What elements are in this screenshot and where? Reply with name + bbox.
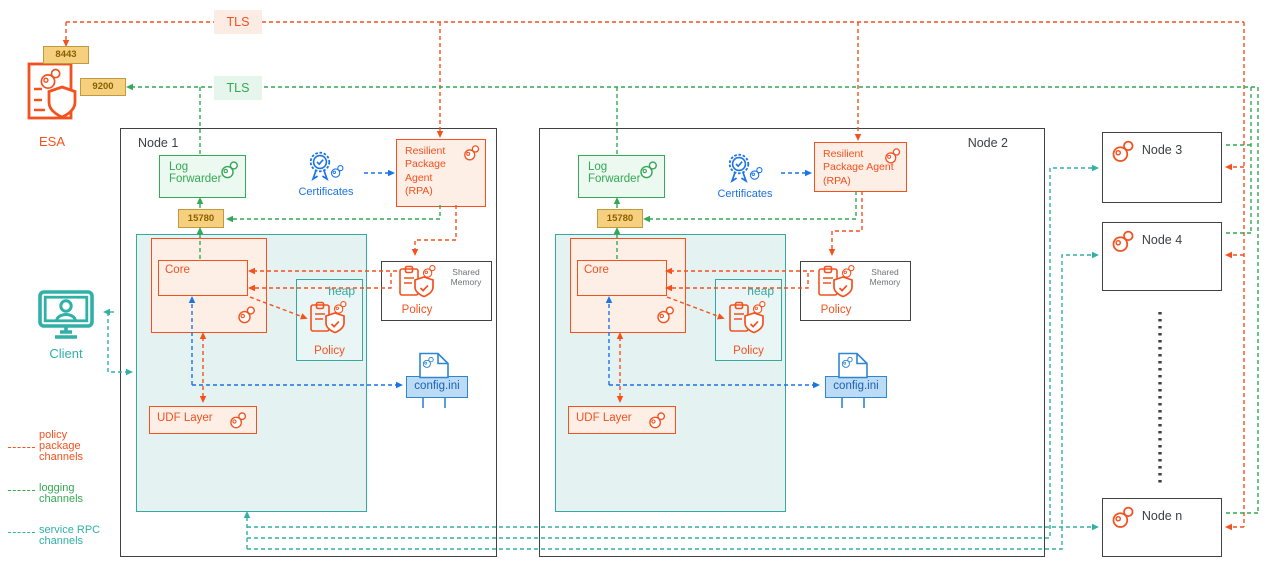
heap-label: heap (328, 284, 355, 298)
node1-udf-layer: UDF Layer (149, 406, 257, 434)
legend-policy-dash (8, 447, 35, 448)
node3-box: Node 3 (1102, 132, 1222, 203)
policy-icon (306, 300, 352, 342)
rpa-label: Resilient Package Agent (RPA) (405, 145, 446, 198)
node2-box: Node 2 Log Forwarder 15780 Certificates … (539, 128, 1045, 557)
bug-icon (1111, 505, 1136, 530)
node1-shared-memory: Policy Shared Memory (381, 261, 492, 321)
esa-port-8443: 8443 (43, 46, 89, 64)
config-tray-icon (841, 398, 865, 408)
heap-label: heap (747, 284, 774, 298)
node2-rpa: Resilient Package Agent (RPA) (814, 142, 907, 192)
client-icon (36, 288, 96, 344)
log-forwarder-label: Log Forwarder (169, 161, 222, 185)
node2-log-forwarder: Log Forwarder (578, 155, 665, 198)
esa-label: ESA (38, 134, 65, 149)
node-n-title: Node n (1141, 509, 1183, 523)
log-forwarder-label: Log Forwarder (588, 161, 641, 185)
legend-rpc-label: service RPC channels (39, 524, 101, 548)
tls-logging-label: TLS (214, 76, 262, 100)
client-label: Client (49, 346, 83, 361)
config-page-icon (414, 352, 454, 379)
esa-icon (26, 58, 78, 130)
bug-icon (1111, 229, 1136, 254)
legend-logging-dash (8, 490, 35, 491)
legend-policy-label: policy package channels (39, 429, 84, 464)
config-page-icon (833, 352, 873, 379)
node4-box: Node 4 (1102, 222, 1222, 291)
node2-title: Node 2 (967, 136, 1008, 150)
node2-config: config.ini (825, 376, 887, 398)
policy-icon (725, 300, 771, 342)
certificates-icon (724, 152, 766, 190)
policy-icon (395, 264, 441, 306)
esa-port-9200: 9200 (80, 78, 126, 96)
shared-memory-label: Shared Memory (450, 267, 482, 287)
bug-icon (220, 160, 240, 180)
policy-label: Policy (314, 345, 345, 357)
node2-core: Core (577, 260, 667, 296)
node1-port-15780: 15780 (178, 209, 224, 228)
node-n-box: Node n (1102, 498, 1222, 557)
node1-config: config.ini (406, 376, 468, 398)
legend-rpc-dash (8, 532, 35, 533)
node2-shared-memory: Policy Shared Memory (800, 261, 911, 321)
legend-logging-label: logging channels (39, 482, 84, 506)
node1-heap: heap Policy (296, 279, 363, 361)
bug-icon (639, 160, 659, 180)
node2-port-15780: 15780 (597, 209, 643, 228)
policy-label: Policy (733, 345, 764, 357)
config-tray-icon (422, 398, 446, 408)
node1-title: Node 1 (138, 136, 179, 150)
bug-icon (648, 411, 667, 430)
node4-title: Node 4 (1141, 233, 1183, 247)
core-label: Core (584, 264, 609, 276)
node1-rpa: Resilient Package Agent (RPA) (396, 139, 486, 207)
shared-memory-label: Shared Memory (869, 267, 901, 287)
core-label: Core (165, 264, 190, 276)
udf-label: UDF Layer (157, 412, 213, 424)
policy-icon (814, 264, 860, 306)
certificates-icon (305, 150, 347, 188)
tls-policy-label: TLS (214, 10, 262, 34)
bug-icon (229, 411, 248, 430)
bug-icon (884, 147, 902, 165)
node1-log-forwarder: Log Forwarder (159, 155, 246, 198)
node3-title: Node 3 (1141, 143, 1183, 157)
node1-core: Core (158, 260, 248, 296)
bug-icon (237, 305, 257, 325)
bug-icon (463, 144, 481, 162)
node2-udf-layer: UDF Layer (568, 406, 676, 434)
bug-icon (1111, 139, 1136, 164)
node2-heap: heap Policy (715, 279, 782, 361)
node1-box: Node 1 Log Forwarder 15780 Certificates … (120, 128, 497, 557)
bug-icon (656, 305, 676, 325)
udf-label: UDF Layer (576, 412, 632, 424)
